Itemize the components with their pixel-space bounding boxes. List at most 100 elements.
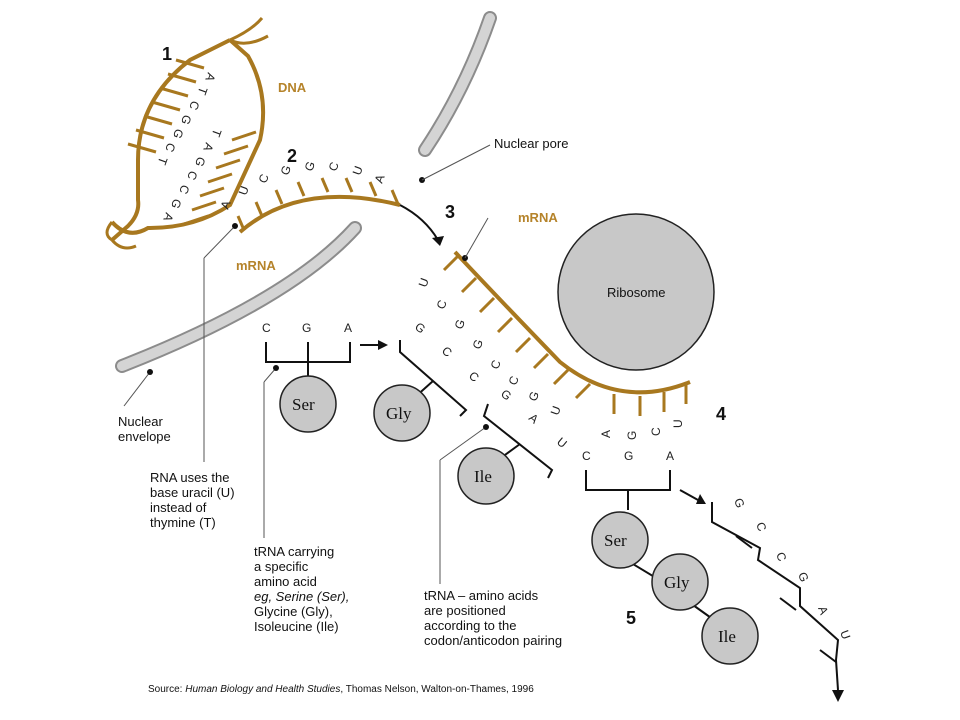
trna-free-base: A	[344, 321, 352, 335]
trna-free-base: C	[262, 321, 271, 335]
mrna-tick	[368, 181, 378, 197]
nuclear-envelope-wall	[115, 221, 362, 373]
mrna-base-letter: U	[671, 419, 685, 428]
dna-base-letter: A	[202, 71, 218, 83]
amino-acid-ser	[279, 375, 337, 433]
nuclear-pore-upper-wall	[418, 11, 497, 157]
dna-rung	[199, 186, 225, 198]
uracil-leader	[203, 225, 236, 259]
mrna-nucleus-label: mRNA	[236, 258, 276, 273]
trna-free-base: G	[302, 321, 311, 335]
trna-released: C G A	[582, 449, 674, 510]
chain-label: Ile	[718, 627, 736, 646]
dna-rung	[159, 86, 189, 98]
leaving-base-letter: U	[837, 628, 853, 641]
trna-positioned-note: tRNA – amino acids are positioned accord…	[424, 588, 562, 648]
trna-bound-gly: G C C Gly	[373, 320, 482, 442]
mrna-base-letter: G	[526, 389, 542, 403]
dna-base-letter: G	[178, 113, 194, 127]
dna-base-letter: C	[162, 141, 178, 154]
dna-rung	[191, 200, 217, 212]
step-5-number: 5	[626, 608, 636, 628]
dna-base-letter: G	[170, 127, 186, 141]
amino-acid-label: Ile	[474, 467, 492, 486]
dna-base-letter: T	[154, 155, 170, 167]
amino-acid-gly	[373, 384, 431, 442]
mrna-base-letter: C	[434, 298, 450, 311]
dna-base-letter: C	[184, 169, 200, 182]
nuclear-envelope-label: Nuclear envelope	[118, 414, 171, 444]
trna-gly-base: C	[466, 369, 482, 386]
dna-rung	[207, 172, 233, 184]
amino-acid-label: Gly	[386, 404, 412, 423]
step-2-number: 2	[287, 146, 297, 166]
dna-helix	[105, 17, 269, 250]
mrna-tick	[478, 296, 496, 314]
mrna-base-letter: G	[278, 163, 294, 177]
trna-ile-base: U	[554, 435, 570, 451]
trna-free-ser: C G A Ser	[262, 321, 352, 433]
mrna-base-letter: U	[236, 184, 252, 197]
dna-rung	[143, 114, 173, 126]
dna-base-letter: T	[194, 85, 210, 97]
mrna-tick	[390, 189, 400, 205]
dna-base-letter: G	[168, 197, 184, 211]
mrna-tick	[296, 181, 306, 197]
mrna-tick	[574, 382, 592, 400]
ribosome	[557, 213, 715, 371]
chain-label: Ser	[604, 531, 627, 550]
leaving-base-letter: C	[753, 520, 769, 533]
step-3-number: 3	[445, 202, 455, 222]
step-1-number: 1	[162, 44, 172, 64]
dna-rung	[167, 72, 197, 84]
dna-rung	[223, 144, 249, 156]
mrna-base-letter: C	[649, 427, 663, 436]
dna-base-letter: A	[160, 211, 176, 223]
mrna-base-letter: C	[506, 374, 522, 387]
mrna-tick	[496, 316, 514, 334]
mrna-base-letter: A	[372, 173, 388, 185]
trna-released-base: A	[666, 449, 674, 463]
dna-base-letter: G	[192, 155, 208, 169]
dna-rung	[135, 128, 165, 140]
trna-released-base: C	[582, 449, 591, 463]
mrna-base-letter: G	[452, 317, 468, 331]
trna-bound-ile: G A U Ile	[457, 387, 570, 505]
leaving-base-letter: G	[731, 496, 747, 510]
step-4-number: 4	[716, 404, 726, 424]
chain-gly	[651, 553, 709, 611]
mrna-base-letter: A	[599, 430, 613, 438]
mrna-base-letter: C	[488, 358, 504, 371]
trna-gly-base: G	[412, 320, 428, 337]
leaving-base-letter: A	[815, 604, 831, 616]
mrna-tick	[442, 254, 460, 272]
dna-rung	[183, 214, 209, 226]
trna-released-base: G	[624, 449, 633, 463]
dna-rung	[231, 130, 257, 142]
leaving-strand-arrow	[832, 690, 844, 702]
mrna-base-letter: G	[302, 159, 318, 173]
mrna-tick	[344, 177, 354, 193]
nuclear-pore-leader	[421, 144, 491, 181]
mrna-tick	[254, 201, 264, 217]
polypeptide-chain: Ser Gly Ile	[591, 511, 759, 665]
chain-ser	[591, 511, 649, 569]
amino-acid-label: Ser	[292, 395, 315, 414]
trna-carrying-marker	[273, 365, 279, 371]
mrna-tick	[274, 189, 284, 205]
mrna-cytoplasm-strand	[442, 250, 691, 416]
dna-base-letter: T	[208, 127, 224, 139]
trna-gly-base: C	[439, 344, 455, 361]
mrna-base-letter: U	[350, 164, 366, 177]
trna-ile-base: G	[498, 387, 514, 404]
envelope-marker	[147, 369, 153, 375]
envelope-leader	[123, 371, 151, 407]
rna-uracil-note: RNA uses the base uracil (U) instead of …	[150, 470, 238, 530]
dna-base-letter: C	[186, 99, 202, 112]
mrna-tick	[320, 177, 330, 193]
trna-release-arrow	[679, 489, 706, 504]
leaving-base-letter: C	[773, 550, 789, 563]
